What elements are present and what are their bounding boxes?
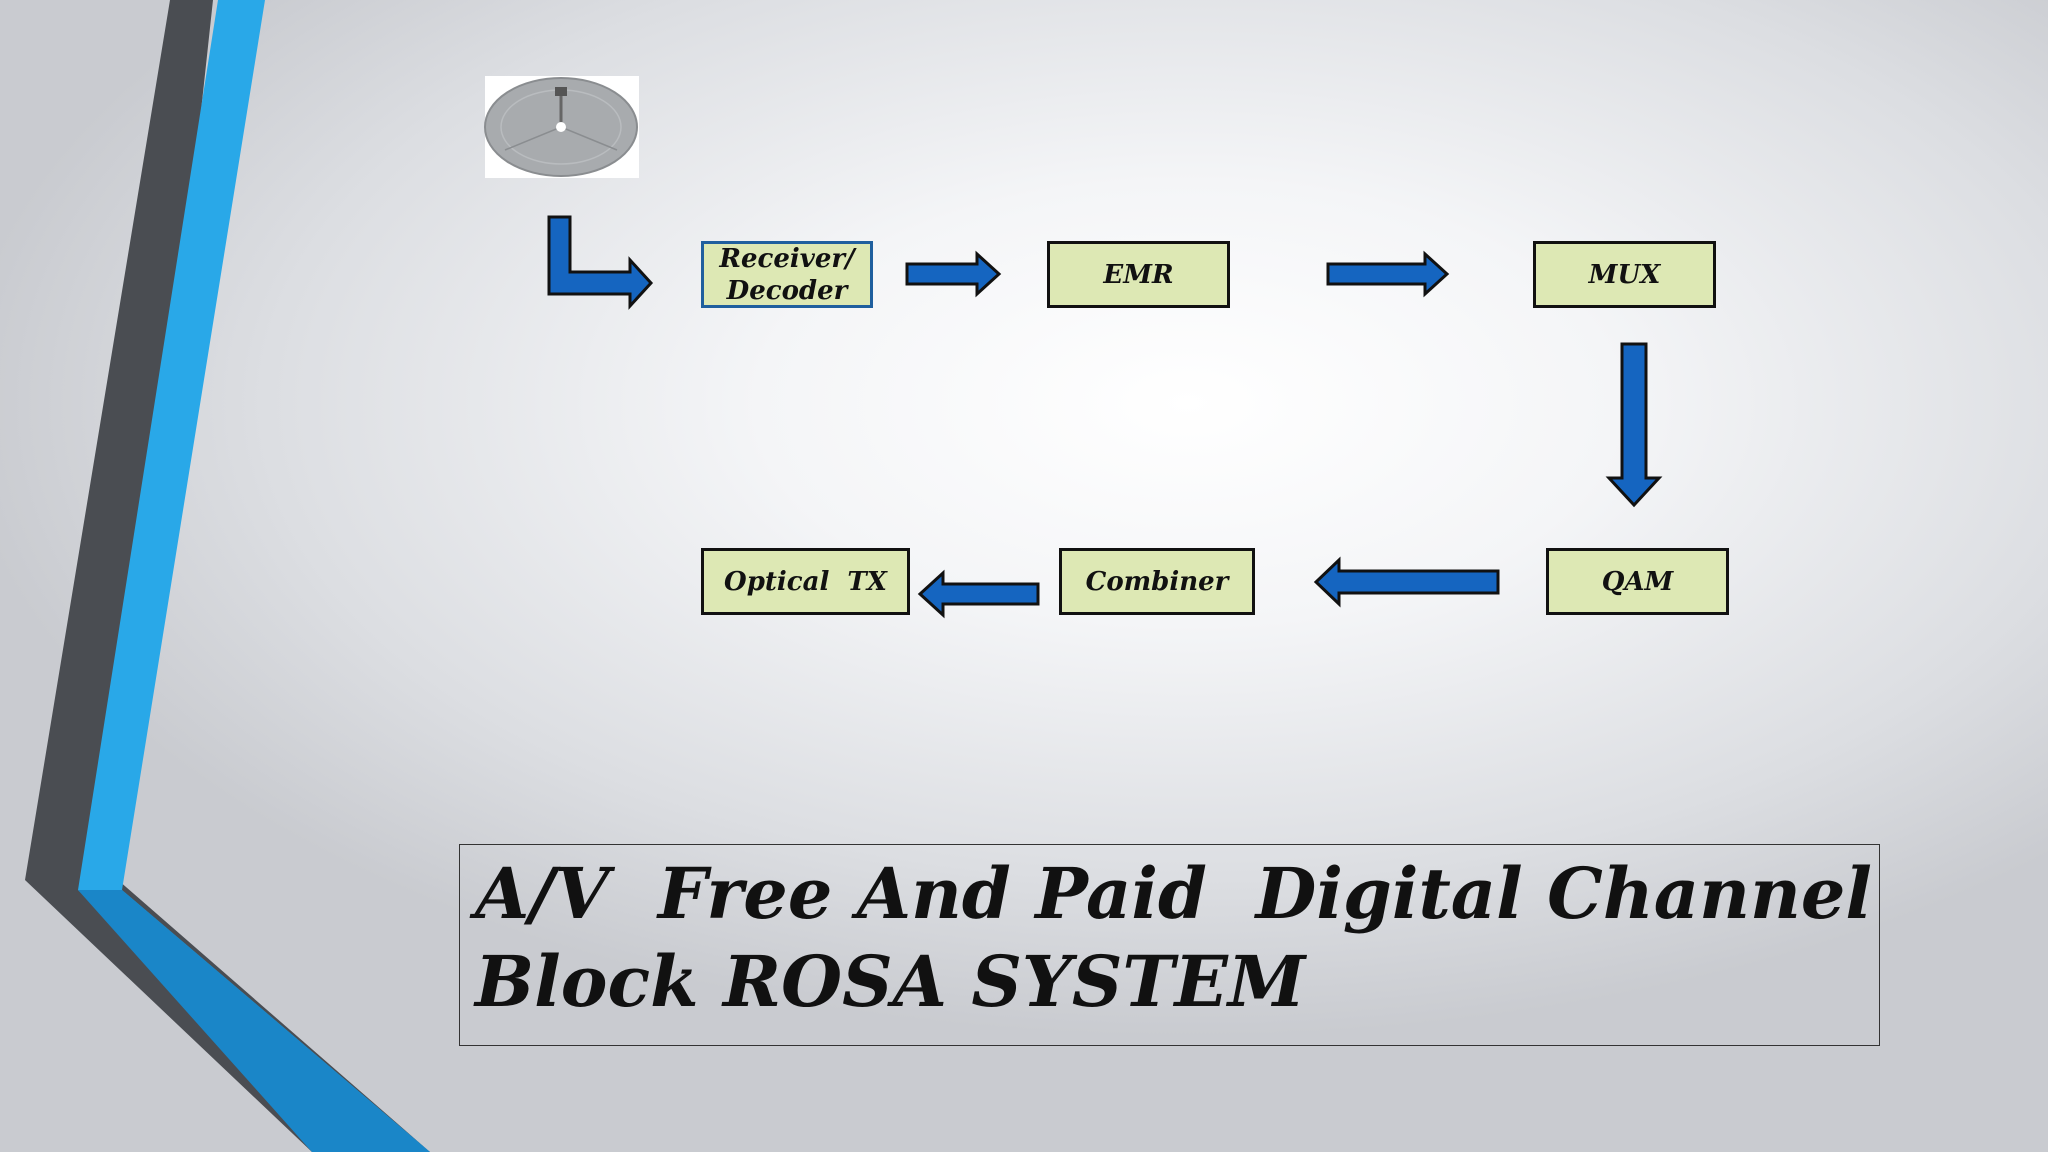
bent-arrow: [547, 215, 654, 310]
receiver-decoder-label: Receiver/ Decoder: [719, 243, 855, 306]
combiner-box: Combiner: [1059, 548, 1255, 615]
dark-stripe: [25, 0, 430, 1152]
arrow-receiver-to-emr: [905, 250, 1002, 298]
slide-title-line-2: Block ROSA SYSTEM: [475, 940, 1306, 1023]
satellite-dish-icon: [484, 76, 639, 178]
optical-tx-label: Optical TX: [724, 566, 887, 597]
arrow-combiner-to-optical: [917, 569, 1040, 619]
combiner-label: Combiner: [1085, 566, 1229, 597]
emr-box: EMR: [1047, 241, 1230, 308]
mux-box: MUX: [1533, 241, 1716, 308]
blue-stripe-lower: [78, 890, 430, 1152]
optical-tx-box: Optical TX: [701, 548, 910, 615]
slide-title-line-1: A/V Free And Paid Digital Channel: [475, 852, 1872, 935]
slide-title-box: A/V Free And Paid Digital Channel Block …: [459, 844, 1880, 1046]
receiver-decoder-box: Receiver/ Decoder: [701, 241, 873, 308]
qam-label: QAM: [1601, 566, 1674, 597]
arrow-mux-to-qam: [1605, 342, 1663, 508]
emr-label: EMR: [1103, 259, 1174, 290]
blue-stripe: [78, 0, 430, 1152]
arrow-emr-to-mux: [1326, 250, 1450, 298]
arrow-qam-to-combiner: [1313, 556, 1500, 608]
qam-box: QAM: [1546, 548, 1729, 615]
mux-label: MUX: [1588, 259, 1661, 290]
